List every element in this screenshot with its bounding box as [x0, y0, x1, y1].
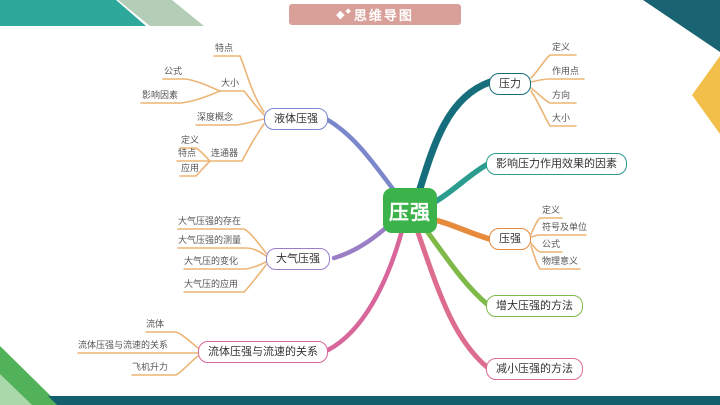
leaf-liquid-yingxiang: 影响因素 — [142, 91, 179, 101]
decoration-top-left-teal — [0, 0, 146, 26]
connector-pressure-1 — [530, 234, 587, 238]
leaf-fluid-lift: 飞机升力 — [132, 363, 169, 373]
leaf-force-daxiao: 大小 — [552, 114, 571, 124]
center-node-pressure: 压强 — [383, 188, 437, 233]
connector-liantongqi-yingyong — [179, 160, 211, 177]
leaf-liquid-daxiao: 大小 — [221, 79, 240, 89]
decoration-top-left-sage — [118, 0, 204, 26]
connector-atmos-3 — [183, 264, 267, 293]
connector-fluid-0 — [145, 331, 199, 349]
node-force: 压力 — [489, 73, 531, 95]
connector-liantongqi-dingyi — [179, 147, 211, 162]
node-atmospheric-pressure: 大气压强 — [266, 248, 330, 270]
connector-pressure-3 — [530, 245, 581, 270]
connector-liquid-shendu — [195, 118, 265, 126]
decoration-bottom-bar — [48, 396, 720, 405]
leaf-atmos-application: 大气压的应用 — [184, 280, 239, 290]
node-liquid-pressure: 液体压强 — [264, 108, 328, 130]
node-pressure: 压强 — [489, 228, 531, 250]
leaf-liantongqi-dingyi: 定义 — [181, 136, 200, 146]
leaf-liquid-liantongqi: 连通器 — [211, 149, 239, 159]
branch-fluid-curve — [325, 220, 407, 353]
connector-atmos-2 — [183, 261, 267, 270]
connector-force-1 — [530, 78, 585, 83]
leaf-connectors — [77, 54, 587, 376]
branch-decrease-curve — [411, 218, 491, 371]
leaf-atmos-existence: 大气压强的存在 — [178, 217, 242, 227]
diamond-icon-large: ◆ — [336, 8, 345, 21]
leaf-atmos-variation: 大气压的变化 — [184, 257, 239, 267]
connector-fluid-2 — [131, 355, 199, 376]
decoration-top-right-triangle — [643, 0, 720, 52]
connector-liquid-yingxiang — [140, 90, 221, 104]
leaf-force-zuoyongdian: 作用点 — [552, 67, 580, 77]
node-pressure-effect-factors: 影响压力作用效果的因素 — [486, 153, 627, 175]
connector-atmos-1 — [177, 247, 267, 257]
title-banner: ◆ ◆ 思维导图 — [289, 4, 461, 25]
leaf-liquid-tedian: 特点 — [215, 44, 234, 54]
connector-force-0 — [530, 54, 577, 79]
connector-liquid-tedian — [213, 55, 265, 113]
connector-pressure-0 — [530, 217, 563, 235]
connector-force-2 — [530, 87, 577, 104]
node-decrease-pressure-methods: 减小压强的方法 — [486, 358, 583, 380]
decoration-right-yellow-triangle — [692, 56, 720, 134]
leaf-force-dingyi: 定义 — [552, 43, 571, 53]
node-increase-pressure-methods: 增大压强的方法 — [486, 295, 583, 317]
connector-liquid-daxiao — [219, 90, 265, 116]
leaf-fluid-liuti: 流体 — [146, 320, 165, 330]
branch-force-curve — [411, 78, 494, 209]
leaf-force-fangxiang: 方向 — [552, 91, 571, 101]
leaf-pressure-fuhao: 符号及单位 — [542, 223, 588, 233]
connector-liquid-gongshi — [162, 78, 221, 92]
leaf-pressure-gongshi: 公式 — [542, 240, 561, 250]
connector-force-3 — [530, 90, 577, 127]
leaf-liantongqi-tedian: 特点 — [178, 149, 197, 159]
diamond-icon-small: ◆ — [345, 6, 351, 15]
leaf-fluid-relation: 流体压强与流速的关系 — [78, 341, 169, 351]
leaf-liquid-gongshi: 公式 — [164, 67, 183, 77]
leaf-liantongqi-yingyong: 应用 — [181, 164, 200, 174]
leaf-atmos-measurement: 大气压强的测量 — [178, 236, 242, 246]
connector-atmos-0 — [177, 228, 267, 254]
connector-liquid-liantongqi — [209, 123, 265, 162]
page-title: 思维导图 — [353, 9, 414, 24]
decoration-bottom-left-light-green — [0, 374, 32, 405]
leaf-pressure-yiyi: 物理意义 — [542, 257, 579, 267]
leaf-pressure-dingyi: 定义 — [542, 206, 561, 216]
leaf-liquid-shendu: 深度概念 — [197, 113, 234, 123]
connector-pressure-2 — [530, 242, 563, 253]
node-fluid-pressure-flow: 流体压强与流速的关系 — [198, 341, 328, 363]
